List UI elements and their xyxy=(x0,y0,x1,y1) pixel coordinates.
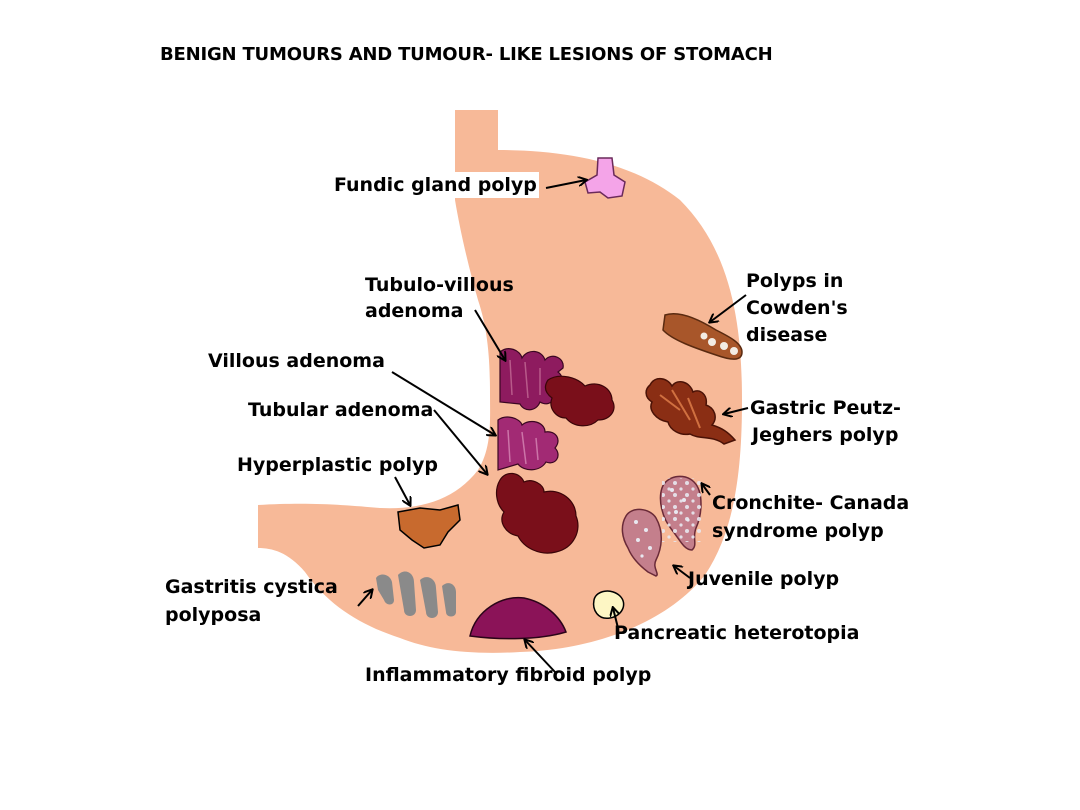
cronkhite-canada-label-line1: Cronchite- Canada xyxy=(712,492,910,514)
peutz-jeghers-polyp-shape xyxy=(645,378,737,445)
cowden-polyps-label-line3: disease xyxy=(746,324,828,346)
tubular-adenoma-label: Tubular adenoma xyxy=(248,399,434,421)
pancreatic-heterotopia-shape xyxy=(592,590,625,619)
juvenile-polyp-shape xyxy=(621,508,662,577)
gastritis-cystica-label-line1: Gastritis cystica xyxy=(165,576,338,598)
inflammatory-fibroid-polyp-label: Inflammatory fibroid polyp xyxy=(365,664,652,686)
tubulo-villous-adenoma-label-line2: adenoma xyxy=(365,300,464,322)
gastritis-cystica-label-line2: polyposa xyxy=(165,604,262,626)
hyperplastic-polyp-label: Hyperplastic polyp xyxy=(237,454,439,476)
cronkhite-canada-label-line2: syndrome polyp xyxy=(712,520,884,542)
cowden-polyps-label-line1: Polyps in xyxy=(746,270,844,292)
tubular-adenoma-shape xyxy=(495,472,579,554)
page-title: BENIGN TUMOURS AND TUMOUR- LIKE LESIONS … xyxy=(160,44,773,65)
tubulo-villous-adenoma-label-line1: Tubulo-villous xyxy=(365,274,514,296)
gastritis-cystica-shape xyxy=(376,571,456,618)
peutz-jeghers-label-line2: Jeghers polyp xyxy=(752,424,899,446)
villous-adenoma-lower-shape xyxy=(497,416,559,471)
pancreatic-heterotopia-label: Pancreatic heterotopia xyxy=(614,622,860,644)
villous-adenoma-shape xyxy=(499,348,564,411)
tubulo-villous-adenoma-shape xyxy=(544,375,615,427)
fundic-gland-polyp-shape xyxy=(584,157,626,199)
hyperplastic-polyp-shape xyxy=(397,504,461,549)
peutz-jeghers-label-line1: Gastric Peutz- xyxy=(750,397,901,419)
villous-adenoma-label: Villous adenoma xyxy=(208,350,385,372)
inflammatory-fibroid-polyp-shape xyxy=(469,596,567,640)
cowden-polyps-label-line2: Cowden's xyxy=(746,297,848,319)
juvenile-polyp-label: Juvenile polyp xyxy=(688,568,840,590)
fundic-gland-polyp-label: Fundic gland polyp xyxy=(332,172,539,198)
pointer-arrows xyxy=(357,180,749,673)
